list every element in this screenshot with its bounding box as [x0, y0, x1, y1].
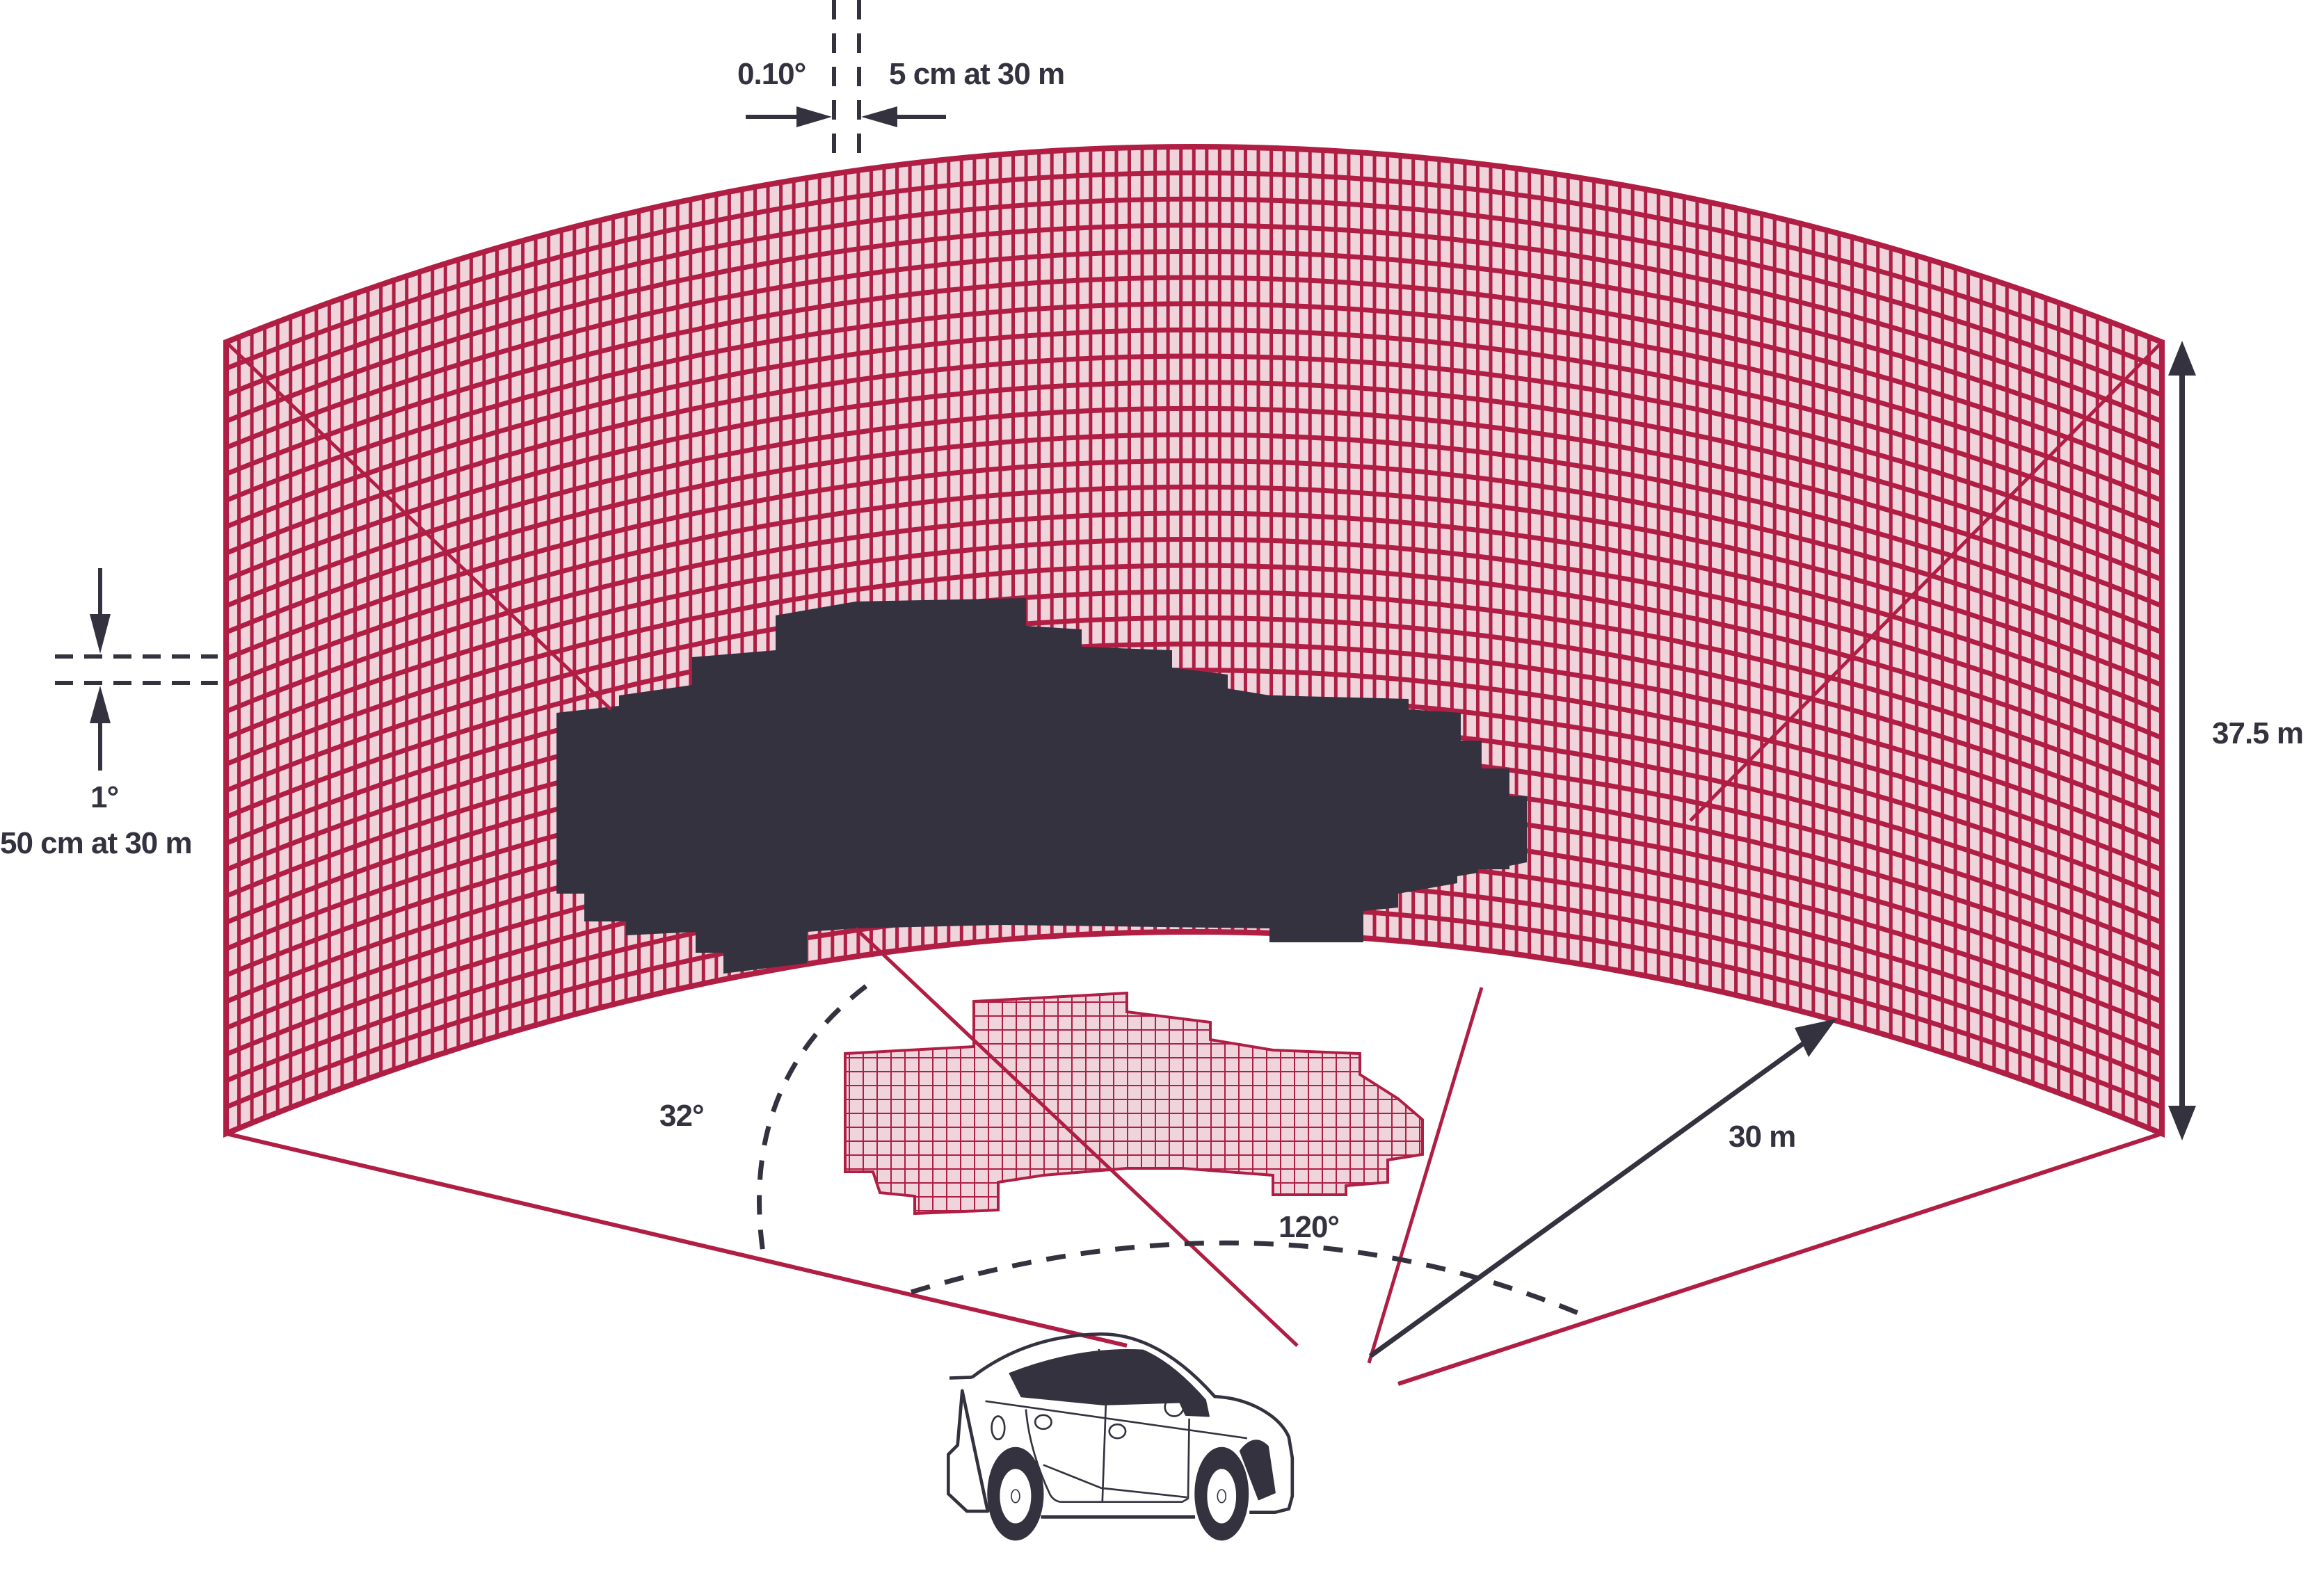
- detected-car-silhouette: [556, 598, 1527, 974]
- vertical-fov-label: 32°: [659, 1099, 705, 1133]
- sensor-vehicle: [946, 1332, 1295, 1541]
- arrow-down-icon: [90, 614, 111, 654]
- height-label: 37.5 m: [2212, 716, 2304, 750]
- vertical-resolution-distance-label: 50 cm at 30 m: [0, 826, 193, 860]
- angle-arcs: [757, 984, 1591, 1321]
- vertical-resolution-angle-label: 1°: [90, 780, 119, 814]
- horizontal-resolution-angle-label: 0.10°: [737, 57, 806, 91]
- arrow-right-icon: [796, 106, 832, 127]
- arrow-left-icon: [861, 106, 897, 127]
- projection-grid-wall: [223, 144, 2165, 1138]
- horizontal-resolution-marker: [746, 0, 946, 163]
- arrow-up-icon: [90, 686, 111, 723]
- range-arrow: [1368, 1019, 1836, 1358]
- point-cloud-footprint: [844, 991, 1424, 1216]
- fov-floor-lines: [225, 1131, 2163, 1386]
- center-ray: [854, 927, 1299, 1347]
- horizontal-fov-label: 120°: [1279, 1210, 1340, 1244]
- vertical-resolution-marker: [55, 568, 218, 771]
- height-dimension-arrow: [2168, 341, 2196, 1140]
- horizontal-resolution-distance-label: 5 cm at 30 m: [889, 57, 1065, 91]
- range-label: 30 m: [1729, 1120, 1796, 1154]
